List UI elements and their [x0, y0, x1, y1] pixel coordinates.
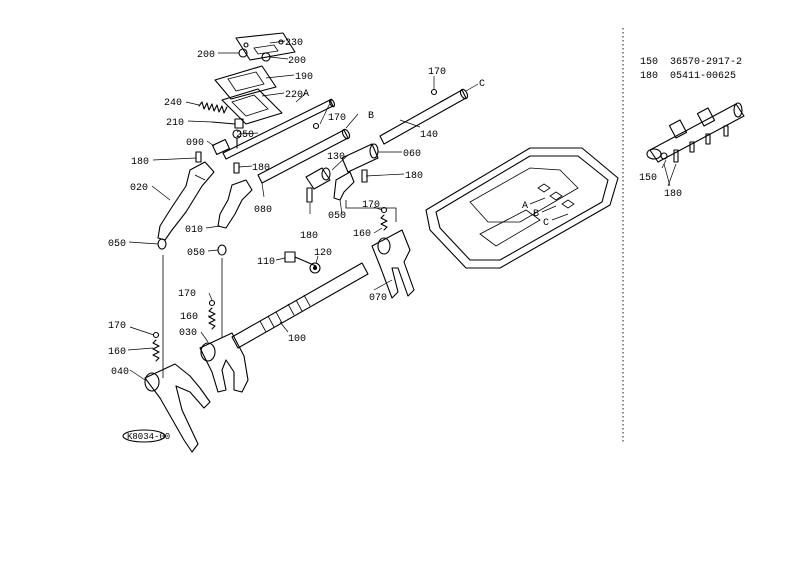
nut-120: [309, 262, 321, 274]
label-080: 080: [254, 205, 272, 216]
label-100: 100: [288, 334, 306, 345]
shift-arm-020: [157, 161, 215, 241]
label-170-c: 170: [178, 289, 196, 300]
label-030: 030: [179, 328, 197, 339]
label-170-a: 170: [428, 67, 446, 78]
pin-180-c: [306, 187, 313, 203]
label-120: 120: [314, 248, 332, 259]
label-090: 090: [186, 138, 204, 149]
plate-220: [221, 88, 283, 125]
label-shaft-c: C: [479, 79, 485, 90]
spring-160-c: [380, 214, 388, 231]
label-shaft-b: B: [368, 111, 374, 122]
label-230: 230: [285, 38, 303, 49]
label-200-a: 200: [197, 50, 215, 61]
label-210: 210: [166, 118, 184, 129]
label-case-b: B: [533, 209, 539, 220]
label-180-d: 180: [300, 231, 318, 242]
shift-fork-070: [371, 229, 415, 299]
spring-160-a: [208, 307, 216, 330]
shift-shaft-a: [222, 98, 336, 160]
label-240: 240: [164, 98, 182, 109]
label-040: 040: [111, 367, 129, 378]
bolt-210: [211, 118, 244, 129]
label-220: 220: [285, 90, 303, 101]
ball-170-d: [152, 331, 160, 339]
label-190: 190: [295, 72, 313, 83]
label-050-b: 050: [187, 248, 205, 259]
label-170-d: 170: [108, 321, 126, 332]
callout-labels: 230 200 200 190 220 240 210 250 090 180 …: [108, 38, 682, 442]
label-150: 150: [639, 173, 657, 184]
label-180-a: 180: [131, 157, 149, 168]
reference-oval: [122, 429, 166, 443]
pin-050-a: [157, 238, 167, 250]
label-070: 070: [369, 293, 387, 304]
ball-170-b: [312, 122, 320, 130]
spring-240: [198, 101, 228, 114]
table-ref-180: 180: [640, 71, 658, 82]
label-050-a: 050: [108, 239, 126, 250]
label-160-a: 160: [180, 312, 198, 323]
ball-170-c: [208, 299, 216, 307]
label-050-c: 050: [328, 211, 346, 222]
label-180-e: 180: [664, 189, 682, 200]
label-180-b: 180: [252, 163, 270, 174]
collar-090: [211, 138, 231, 156]
label-170-e: 170: [362, 200, 380, 211]
arm-050-mid: [333, 171, 355, 201]
shift-arm-010: [217, 179, 253, 229]
label-case-c: C: [543, 218, 549, 229]
label-160-b: 160: [108, 347, 126, 358]
detail-assembly: [646, 102, 745, 187]
pin-180-a: [195, 151, 202, 163]
table-number-180: 05411-00625: [670, 71, 736, 82]
reference-number: K8034-00: [127, 432, 170, 442]
shift-shaft-c-140: [379, 88, 469, 145]
leader-lines: [127, 40, 479, 381]
bracket-180: [345, 200, 397, 222]
label-180-c: 180: [405, 171, 423, 182]
transmission-case: [425, 147, 619, 269]
part-number-table: 150 36570-2917-2 180 05411-00625: [640, 57, 742, 82]
label-170-b: 170: [328, 113, 346, 124]
label-010: 010: [185, 225, 203, 236]
gasket-190: [214, 65, 277, 100]
label-060: 060: [403, 149, 421, 160]
label-110: 110: [257, 257, 275, 268]
label-140: 140: [420, 130, 438, 141]
table-ref-150: 150: [640, 57, 658, 68]
pin-050-b: [217, 244, 227, 256]
shift-rod-100: [231, 262, 369, 349]
label-250: 250: [236, 130, 254, 141]
ball-170-a: [430, 88, 438, 96]
label-020: 020: [130, 183, 148, 194]
label-160-c: 160: [353, 229, 371, 240]
shift-fork-040: [144, 363, 211, 453]
bolt-110: [284, 251, 317, 267]
spring-160-b: [152, 339, 160, 362]
collar-130: [305, 167, 331, 190]
collar-060: [341, 143, 379, 173]
label-shaft-a: A: [303, 89, 309, 100]
shift-fork-030: [199, 332, 249, 393]
shift-shaft-b: [257, 128, 351, 184]
label-case-a: A: [522, 201, 528, 212]
pin-180-b: [233, 162, 240, 174]
label-200-b: 200: [288, 56, 306, 67]
label-130: 130: [327, 152, 345, 163]
table-number-150: 36570-2917-2: [670, 57, 742, 68]
